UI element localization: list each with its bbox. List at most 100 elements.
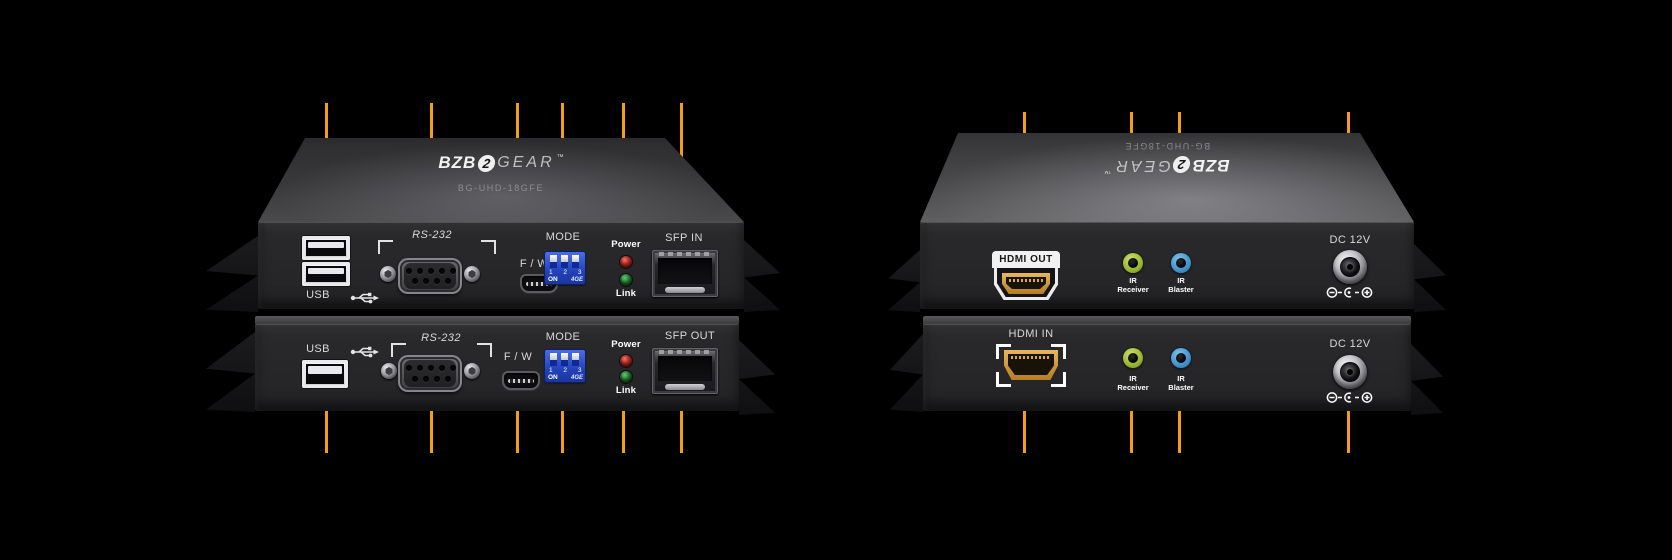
- callout-line: [430, 397, 433, 453]
- usb-tongue: [308, 268, 344, 275]
- sfp-cage: [652, 348, 718, 394]
- sfp-cage: [652, 250, 718, 297]
- callout-line: [1347, 401, 1350, 453]
- heatsink-fins-right: [744, 240, 780, 312]
- callout-line: [561, 387, 564, 453]
- ir-receiver-jack: [1123, 253, 1143, 273]
- mode-dip-switch: 1 2 3 ON 4GE: [545, 350, 585, 382]
- heatsink-fins-right: [739, 340, 775, 415]
- sfp-slot: [658, 356, 712, 381]
- callout-line: [1023, 390, 1026, 453]
- rs232-db9-connector: [398, 355, 462, 392]
- db9-face: [404, 263, 456, 289]
- dc-power-jack: [1333, 250, 1367, 284]
- db9-screw: [381, 363, 397, 379]
- sfp-label: SFP IN: [665, 232, 703, 244]
- dip-toggle: [572, 255, 579, 268]
- dc-label: DC 12V: [1329, 234, 1371, 246]
- callout-line: [680, 398, 683, 453]
- left-bottom-front-panel: USB RS-232: [255, 324, 739, 411]
- link-led: [620, 274, 632, 286]
- usb-label: USB: [306, 343, 330, 355]
- usb-port-slot: [306, 364, 344, 384]
- hdmi-out-label: HDMI OUT: [992, 251, 1060, 268]
- dip-numbers: 1 2 3: [549, 367, 586, 374]
- dip-brand-mark: 4GE: [570, 375, 583, 381]
- model-number: BG-UHD-18GFE: [1123, 141, 1211, 151]
- dip-toggle: [572, 353, 579, 366]
- hdmi-in-label: HDMI IN: [1008, 328, 1054, 340]
- rs232-db9-connector: [398, 258, 462, 294]
- hdmi-out-connector: [1002, 273, 1050, 294]
- callout-line: [516, 394, 519, 453]
- bracket-icon: [477, 343, 492, 357]
- usb-label: USB: [306, 289, 330, 301]
- heatsink-fins-left: [890, 334, 923, 412]
- ir-receiver-jack: [1123, 348, 1143, 368]
- power-label: Power: [611, 339, 641, 350]
- heatsink-fins-right: [1411, 344, 1443, 415]
- left-top-front-panel: USB RS-232 F / W: [258, 222, 744, 309]
- polarity-icon: [1326, 287, 1373, 298]
- hdmi-connector-slot: [1006, 277, 1046, 289]
- brand-logo-text: GEAR: [1113, 157, 1171, 174]
- dip-toggle: [550, 353, 557, 366]
- callout-line: [1178, 386, 1181, 453]
- corner-bracket-icon: [1051, 344, 1066, 359]
- usb-port: [302, 360, 348, 388]
- model-number: BG-UHD-18GFE: [457, 183, 545, 193]
- db9-screw: [464, 266, 480, 282]
- link-led: [620, 371, 632, 383]
- heatsink-fins-right: [1414, 244, 1446, 312]
- trademark-mark: ™: [1104, 167, 1112, 175]
- usb-port-slot: [306, 266, 346, 282]
- corner-bracket-icon: [996, 344, 1011, 359]
- trademark-mark: ™: [556, 153, 564, 161]
- ir-blaster-jack: [1171, 253, 1191, 273]
- dc-label: DC 12V: [1329, 338, 1371, 350]
- usb-tongue: [308, 242, 344, 249]
- fw-label: F / W: [503, 351, 533, 363]
- bracket-icon: [481, 240, 496, 254]
- power-label: Power: [611, 239, 641, 250]
- heatsink-fins-left: [888, 250, 920, 312]
- link-label: Link: [615, 385, 637, 396]
- usb-icon: [350, 292, 379, 304]
- rs232-label: RS-232: [412, 229, 452, 241]
- hdmi-out-port-outline: [994, 268, 1058, 300]
- callout-line: [1130, 386, 1133, 453]
- sfp-slot: [658, 258, 712, 284]
- dip-toggle: [550, 255, 557, 268]
- polarity-icon: [1326, 392, 1373, 403]
- sfp-latch: [664, 384, 706, 390]
- power-led: [620, 256, 632, 268]
- mode-dip-switch: 1 2 3 ON 4GE: [545, 252, 585, 284]
- brand-logo-text: GEAR: [497, 154, 555, 171]
- fw-label: F / W: [519, 258, 549, 270]
- db9-screw: [464, 363, 480, 379]
- sfp-label: SFP OUT: [664, 330, 716, 342]
- dc-power-jack: [1333, 355, 1367, 389]
- usb-port-bottom: [302, 262, 350, 286]
- dip-toggle: [561, 255, 568, 268]
- fw-mini-usb-port: [502, 371, 540, 390]
- dip-on-label: ON: [548, 276, 558, 283]
- sfp-pins: [659, 252, 711, 256]
- brand-logo-text: BZB: [438, 153, 477, 172]
- gear-badge-icon: 2: [1171, 156, 1191, 174]
- brand-logo-text: BZB: [1191, 156, 1230, 175]
- sfp-latch: [664, 287, 706, 293]
- heatsink-fins-left: [206, 332, 255, 412]
- dip-brand-mark: 4GE: [570, 277, 583, 283]
- dip-numbers: 1 2 3: [549, 269, 586, 276]
- mode-label: MODE: [545, 331, 581, 343]
